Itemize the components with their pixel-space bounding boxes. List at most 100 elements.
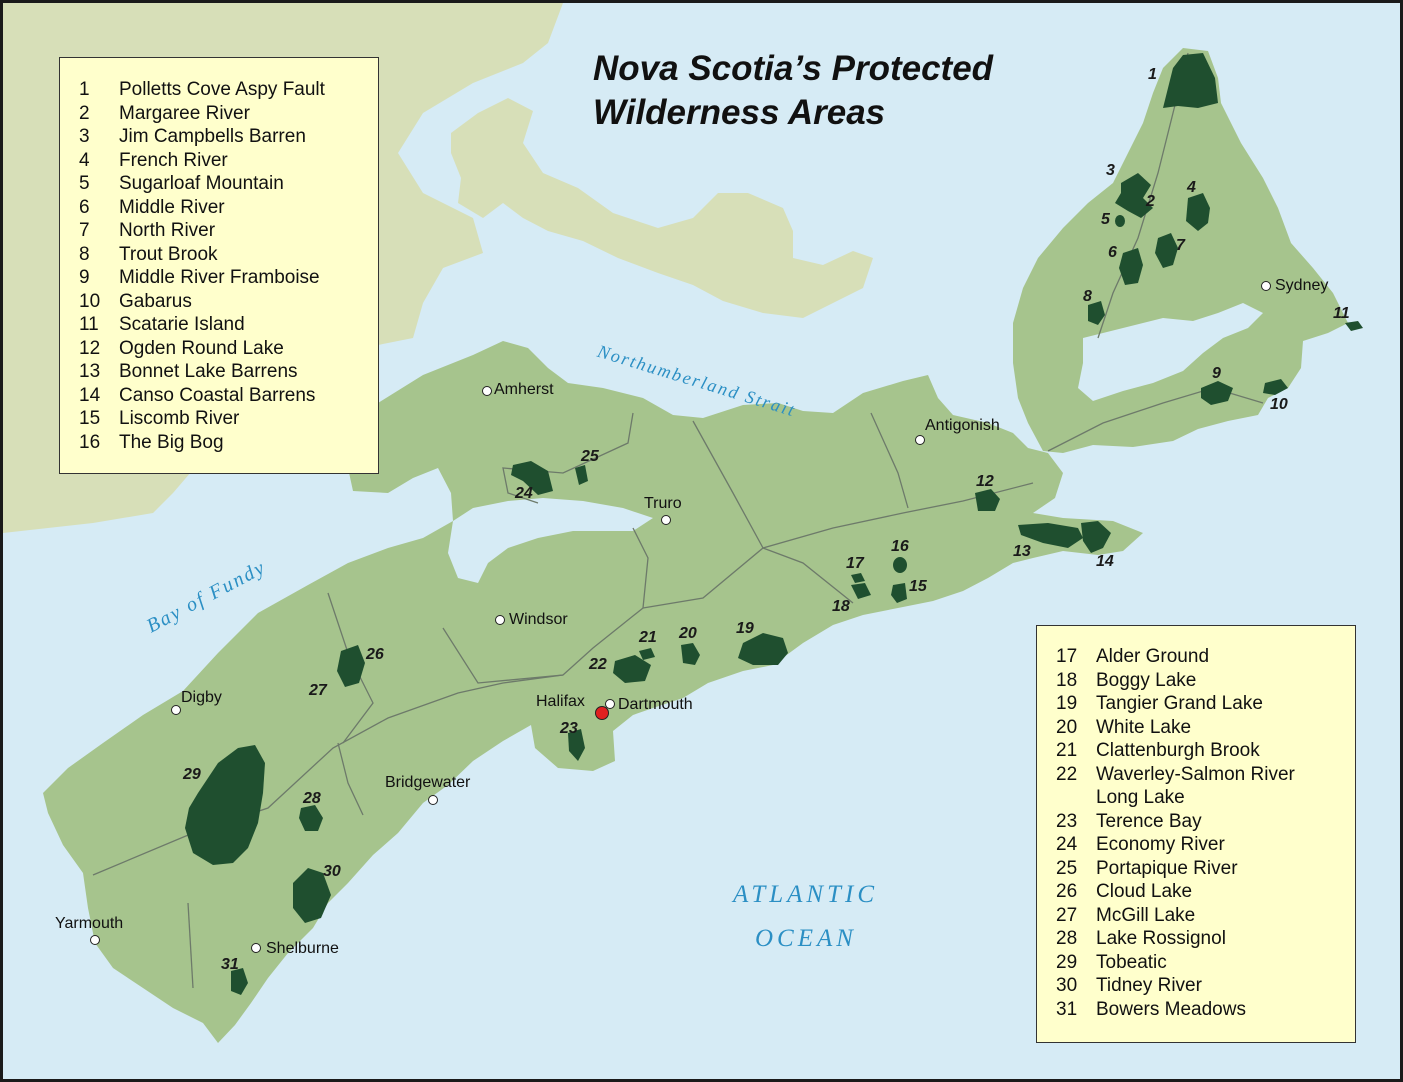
protected-areas [185,53,1363,995]
yarmouth-dot [90,935,100,945]
digby-dot [171,705,181,715]
map-title: Nova Scotia’s Protected Wilderness Areas [593,47,993,135]
legend-entry-name: Lake Rossignol [1096,928,1226,949]
legend-entry: 18 Boggy Lake [1056,669,1355,693]
area-label-24: 24 [515,485,533,502]
protected-area-6 [1119,248,1143,285]
protected-area-8 [1088,301,1105,325]
protected-area-20 [681,643,700,665]
area-label-9: 9 [1212,365,1221,382]
sydney-dot [1261,281,1271,291]
legend-entry-name: Tidney River [1096,975,1202,996]
area-label-28: 28 [303,790,321,807]
legend-entry-number: 26 [1056,881,1078,902]
area-label-16: 16 [891,538,909,555]
legend-entry: 10 Gabarus [79,290,378,314]
legend-entry-name: Gabarus [119,290,192,312]
protected-area-15 [891,583,907,603]
legend-entry-number [1056,786,1096,810]
area-label-23: 23 [560,720,578,737]
legend-entry-name: Ogden Round Lake [119,337,284,359]
legend-entry-number: 28 [1056,928,1078,949]
legend-entry-name: Middle River Framboise [119,267,320,288]
legend-entry-number: 29 [1056,951,1078,973]
legend-entry-name: Waverley-Salmon River [1096,763,1295,785]
legend-entry-number: 12 [79,337,101,359]
legend-entry: 5 Sugarloaf Mountain [79,172,378,196]
protected-area-25 [575,465,588,485]
area-label-20: 20 [679,625,697,642]
area-label-1: 1 [1148,66,1157,83]
area-label-22: 22 [589,656,607,673]
protected-area-2-3 [1115,173,1153,218]
legend-entry: 17 Alder Ground [1056,645,1355,669]
legend-entry-name: North River [119,220,216,241]
legend-entry: 28 Lake Rossignol [1056,927,1355,951]
legend-entry-number: 6 [79,196,90,218]
protected-area-21 [639,648,655,660]
legend-entry-number: 17 [1056,646,1078,667]
legend-entry-number: 5 [79,173,90,194]
digby-label: Digby [181,689,222,706]
area-label-7: 7 [1176,237,1185,254]
protected-area-1 [1163,53,1218,108]
legend-entry-name: Jim Campbells Barren [119,126,306,147]
legend-entry: 12 Ogden Round Lake [79,337,378,361]
antigonish-dot [915,435,925,445]
halifax-label: Halifax [536,693,585,710]
legend-entry-name: Long Lake [1096,787,1185,808]
legend-entry-number: 14 [79,384,101,406]
protected-area-17 [851,573,865,583]
legend-entry-number: 18 [1056,669,1078,691]
area-label-13: 13 [1013,543,1031,560]
legend-entry-name: Trout Brook [119,243,218,265]
protected-area-26 [337,645,365,687]
legend-entry-name: Boggy Lake [1096,669,1197,691]
legend-entry-name: Bonnet Lake Barrens [119,361,298,382]
protected-area-29 [185,745,265,865]
area-label-25: 25 [581,448,599,465]
legend-entry-name: French River [119,149,228,171]
legend-entry-number: 13 [79,361,101,382]
protected-area-28 [299,805,323,831]
legend-entry-name: Canso Coastal Barrens [119,384,316,406]
area-label-12: 12 [976,473,994,490]
legend-entry-number: 1 [79,79,90,100]
sydney-label: Sydney [1275,277,1329,294]
area-label-21: 21 [639,629,657,646]
area-label-8: 8 [1083,288,1092,305]
map-title-line1: Nova Scotia’s Protected [593,49,994,88]
legend-entry-name: Polletts Cove Aspy Fault [119,79,325,100]
legend-entry-number: 16 [79,431,101,453]
legend-entry-name: Alder Ground [1096,646,1210,667]
legend-entry-number: 10 [79,290,101,312]
legend-entry-name: Sugarloaf Mountain [119,173,284,194]
legend-entry-name: Liscomb River [119,408,240,429]
legend-entry: Long Lake [1056,786,1355,810]
windsor-label: Windsor [509,611,568,628]
legend-entry-name: Portapique River [1096,857,1238,879]
antigonish-label: Antigonish [925,417,1000,434]
protected-area-5 [1115,215,1125,227]
legend-entry-number: 20 [1056,716,1078,738]
shelburne-dot [251,943,261,953]
legend-entry: 1 Polletts Cove Aspy Fault [79,78,378,102]
legend-entry-number: 19 [1056,693,1078,714]
protected-area-7 [1155,233,1178,268]
map-title-line2: Wilderness Areas [593,93,886,132]
legend-entry-name: Margaree River [119,102,250,124]
area-label-19: 19 [736,620,754,637]
minas-basin [448,498,653,583]
